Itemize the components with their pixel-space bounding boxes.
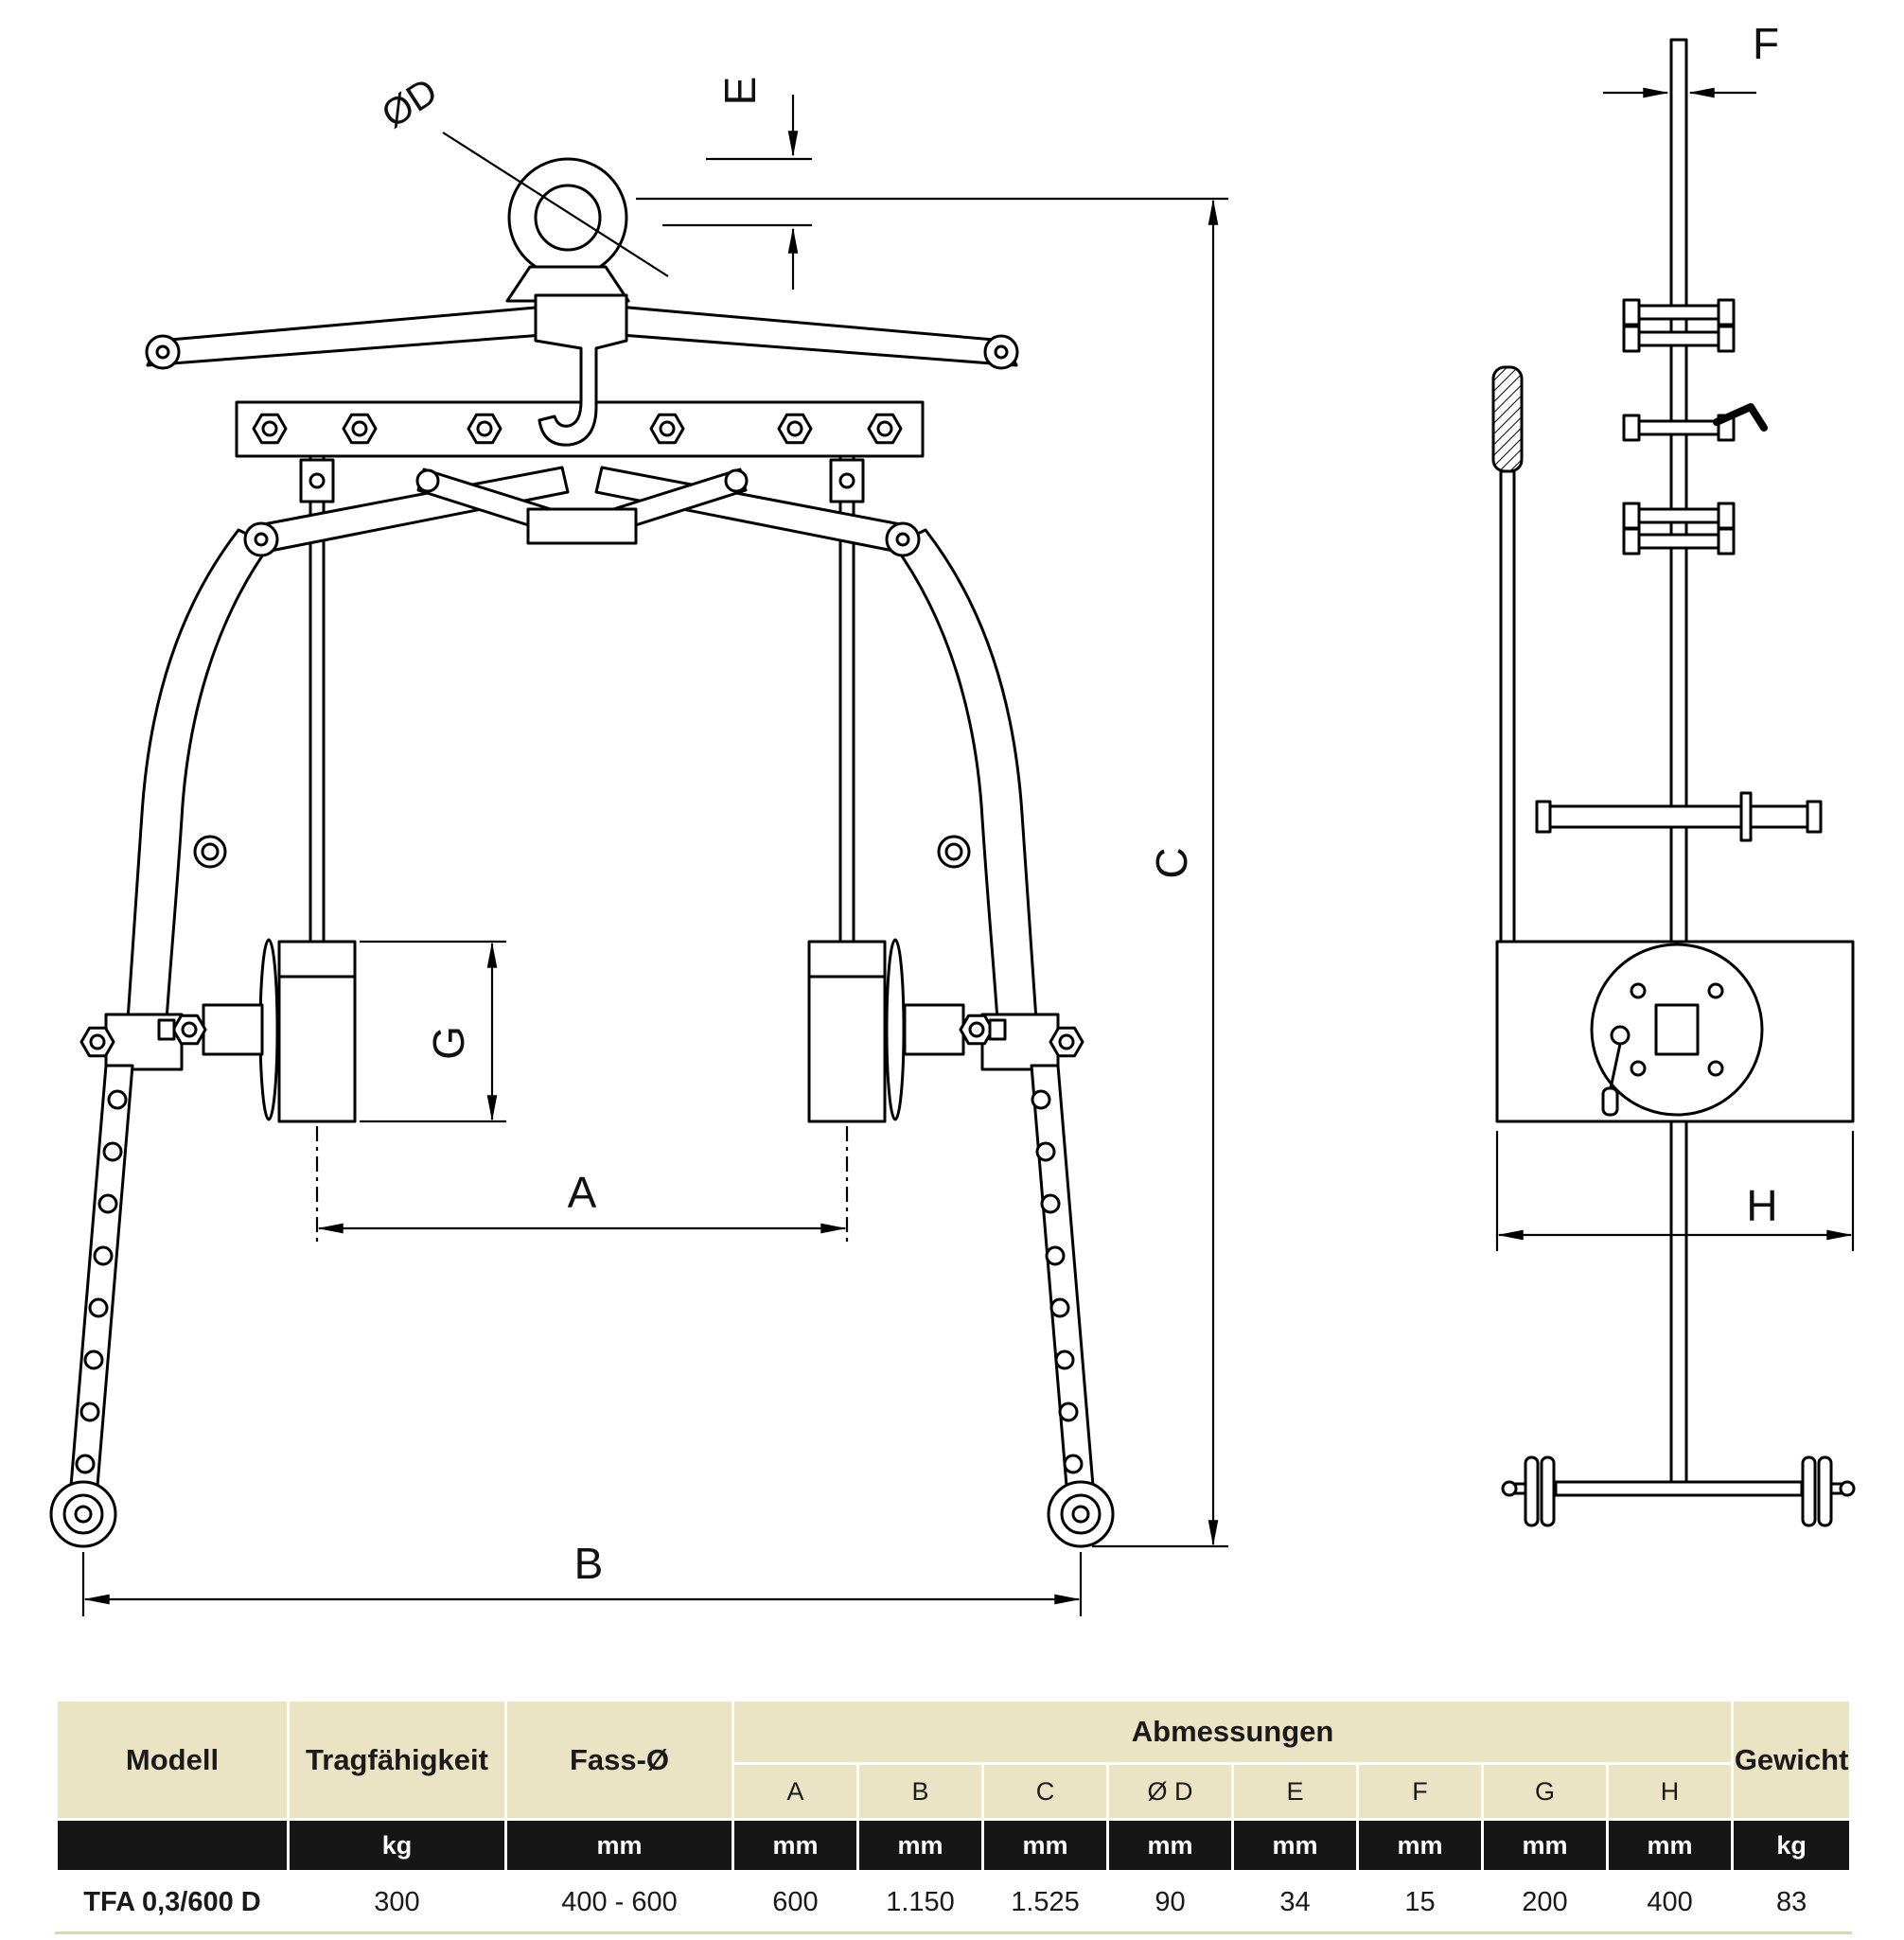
col-header-gewicht: Gewicht: [1731, 1699, 1853, 1821]
unit-modell: [55, 1818, 290, 1873]
side-small-handle: [1713, 403, 1768, 432]
roller-left: [49, 1480, 117, 1548]
unit-fass: mm: [504, 1818, 734, 1873]
side-grip: [1491, 365, 1524, 473]
dim-header-f: F: [1356, 1762, 1484, 1821]
leg-left: [126, 528, 272, 1022]
dimension-h: [1495, 1131, 1855, 1251]
drawing-svg: ØD E C G A B F H: [49, 19, 1856, 1616]
roller-right: [1047, 1480, 1115, 1548]
spec-table: Modell Tragfähigkeit Fass-Ø Abmessungen …: [55, 1699, 1853, 1934]
side-rod: [1499, 469, 1516, 946]
clamp-bolt-left: [79, 1026, 115, 1058]
dim-header-d: Ø D: [1106, 1762, 1234, 1821]
table-header-row: Modell Tragfähigkeit Fass-Ø Abmessungen …: [55, 1699, 1853, 1821]
unit-a: mm: [732, 1818, 859, 1873]
col-header-tragfaehigkeit: Tragfähigkeit: [287, 1699, 507, 1821]
value-modell: TFA 0,3/600 D: [55, 1870, 290, 1934]
dim-label-b: B: [574, 1539, 604, 1588]
dim-header-b: B: [856, 1762, 984, 1821]
unit-b: mm: [856, 1818, 984, 1873]
side-view: [1491, 38, 1856, 1527]
lifting-eye-inner: [534, 184, 602, 252]
unit-d: mm: [1106, 1818, 1234, 1873]
unit-f: mm: [1356, 1818, 1484, 1873]
clamp-flange-right: [885, 938, 906, 1121]
clamp-box-left: [277, 940, 357, 1123]
value-h: 400: [1605, 1870, 1735, 1934]
adjust-strip-left: [68, 1064, 134, 1499]
dim-header-g: G: [1481, 1762, 1609, 1821]
dim-label-a: A: [568, 1168, 597, 1217]
scissor-joint-left: [243, 521, 279, 557]
value-c: 1.525: [981, 1870, 1109, 1934]
col-header-abmessungen: Abmessungen: [731, 1699, 1735, 1765]
adjust-strip-right: [1030, 1064, 1096, 1499]
value-g: 200: [1481, 1870, 1609, 1934]
dimension-lines: [81, 57, 1855, 1616]
side-axle: [1554, 1480, 1804, 1497]
center-hook: [534, 293, 628, 447]
dimension-e: [662, 95, 812, 290]
value-f: 15: [1356, 1870, 1484, 1934]
table-data-row: TFA 0,3/600 D 300 400 - 600 600 1.150 1.…: [55, 1870, 1853, 1934]
col-header-modell: Modell: [55, 1699, 290, 1821]
dim-label-h: H: [1746, 1181, 1777, 1230]
dim-header-h: H: [1605, 1762, 1735, 1821]
eye-seat: [505, 265, 630, 303]
leg-right: [892, 528, 1038, 1022]
dimension-c: [636, 197, 1228, 1548]
dim-label-c: C: [1147, 847, 1196, 878]
side-main-bar: [1669, 38, 1688, 1490]
dimension-f: [1603, 57, 1756, 114]
unit-tragfaehigkeit: kg: [287, 1818, 507, 1873]
dim-header-c: C: [981, 1762, 1109, 1821]
center-bracket: [526, 507, 638, 545]
dim-label-e: E: [715, 77, 765, 106]
technical-drawing: ØD E C G A B F H: [49, 19, 1856, 1616]
dimension-a: [315, 1126, 849, 1247]
side-wheel-left: [1524, 1455, 1540, 1527]
value-a: 600: [732, 1870, 859, 1934]
front-view: [49, 157, 1115, 1548]
dimension-g: [360, 940, 506, 1123]
unit-c: mm: [981, 1818, 1109, 1873]
value-b: 1.150: [856, 1870, 984, 1934]
dimension-b: [81, 1552, 1083, 1616]
dim-label-f: F: [1753, 19, 1779, 68]
value-d: 90: [1106, 1870, 1234, 1934]
spreader-arm-left: [146, 303, 570, 367]
unit-gewicht: kg: [1731, 1818, 1853, 1873]
value-fass: 400 - 600: [504, 1870, 734, 1934]
scissor-joint-right: [885, 521, 921, 557]
unit-g: mm: [1481, 1818, 1609, 1873]
dim-label-g: G: [424, 1026, 473, 1060]
table-units-row: kg mm mm mm mm mm mm mm mm mm kg: [55, 1818, 1853, 1873]
unit-e: mm: [1231, 1818, 1359, 1873]
clamp-cylinder-right: [903, 1003, 965, 1056]
side-crank: [1610, 1025, 1631, 1046]
dim-header-e: E: [1231, 1762, 1359, 1821]
clamp-bolt-right: [1049, 1026, 1084, 1058]
value-gewicht: 83: [1731, 1870, 1853, 1934]
dim-label-d: ØD: [375, 70, 445, 136]
side-handlebar: [1546, 804, 1811, 829]
clamp-box-right: [807, 940, 887, 1123]
clamp-cylinder-left: [202, 1003, 264, 1056]
table-subheader-row: A B C Ø D E F G H: [57, 1762, 1851, 1821]
dimension-d: [442, 132, 669, 277]
spreader-arm-right: [594, 303, 1018, 367]
value-e: 34: [1231, 1870, 1359, 1934]
dim-header-a: A: [732, 1762, 859, 1821]
unit-h: mm: [1605, 1818, 1735, 1873]
side-wheel-right: [1801, 1455, 1817, 1527]
col-header-fass: Fass-Ø: [504, 1699, 734, 1821]
value-tragfaehigkeit: 300: [287, 1870, 507, 1934]
side-hub: [1654, 1003, 1700, 1056]
